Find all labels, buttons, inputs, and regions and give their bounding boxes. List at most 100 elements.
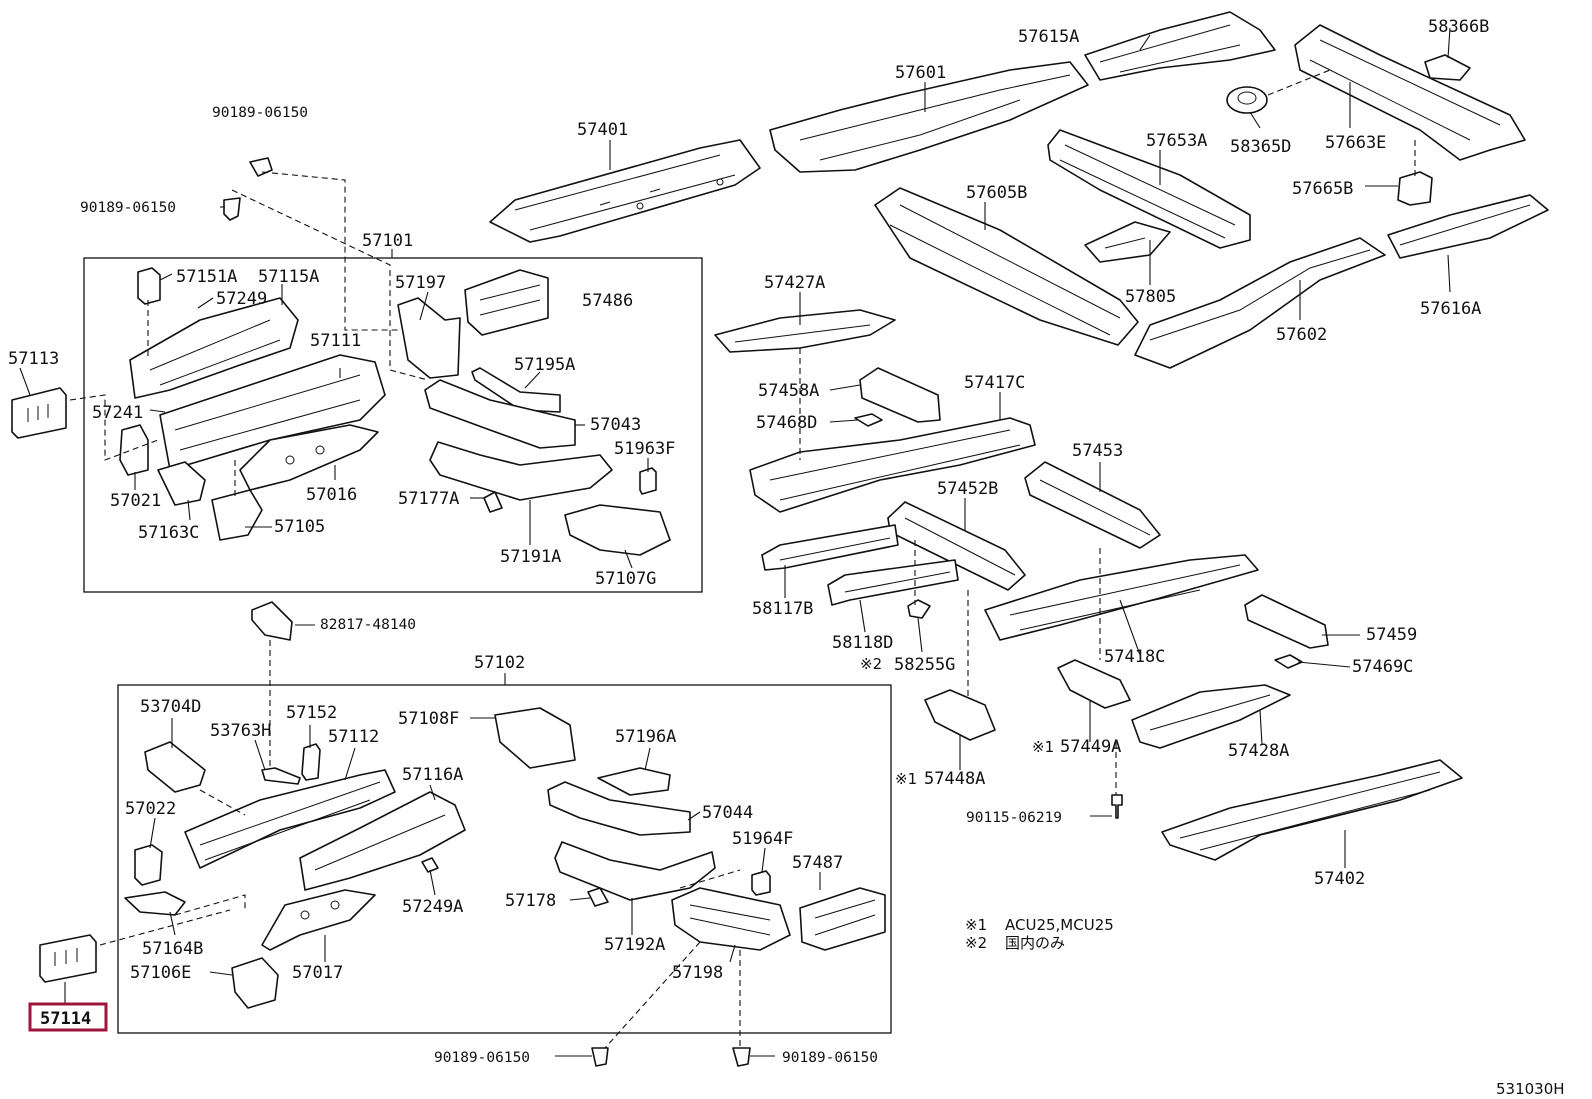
- label-57418C[interactable]: 57418C: [1104, 647, 1165, 667]
- label-57115A[interactable]: 57115A: [258, 267, 319, 287]
- part-90115-06219-bolt: [1111, 794, 1123, 819]
- label-57427A[interactable]: 57427A: [764, 273, 825, 293]
- part-57197-drawing: [397, 297, 461, 379]
- part-57487-drawing: [799, 887, 886, 951]
- label-57108F[interactable]: 57108F: [398, 709, 459, 729]
- label-58365D[interactable]: 58365D: [1230, 137, 1291, 157]
- label-90189-06150-c[interactable]: 90189-06150: [434, 1050, 530, 1066]
- part-57401-drawing: [489, 139, 761, 243]
- label-57468D[interactable]: 57468D: [756, 413, 817, 433]
- label-58117B[interactable]: 58117B: [752, 599, 813, 619]
- label-57107G[interactable]: 57107G: [595, 569, 656, 589]
- label-57113[interactable]: 57113: [8, 349, 59, 369]
- label-57249[interactable]: 57249: [216, 289, 267, 309]
- note-2-text: 国内のみ: [1005, 934, 1065, 952]
- label-57114[interactable]: 57114: [40, 1009, 91, 1029]
- label-57448A[interactable]: 57448A: [924, 769, 985, 789]
- label-57417C[interactable]: 57417C: [964, 373, 1025, 393]
- label-57469C[interactable]: 57469C: [1352, 657, 1413, 677]
- part-58117B-drawing: [761, 524, 899, 571]
- note-1-mark: ※1: [965, 916, 987, 934]
- label-57111[interactable]: 57111: [310, 331, 361, 351]
- label-57152[interactable]: 57152: [286, 703, 337, 723]
- label-57663E[interactable]: 57663E: [1325, 133, 1386, 153]
- part-57114-drawing: [39, 934, 97, 983]
- part-57486-drawing: [464, 269, 549, 336]
- label-57022[interactable]: 57022: [125, 799, 176, 819]
- part-57602-drawing: [1134, 237, 1386, 369]
- part-57017-drawing: [261, 889, 376, 951]
- label-57016[interactable]: 57016: [306, 485, 357, 505]
- label-57101[interactable]: 57101: [362, 231, 413, 251]
- label-57458A[interactable]: 57458A: [758, 381, 819, 401]
- label-90189-06150-b[interactable]: 90189-06150: [80, 200, 176, 216]
- part-58118D-drawing: [827, 559, 959, 606]
- label-57459[interactable]: 57459: [1366, 625, 1417, 645]
- label-57805[interactable]: 57805: [1125, 287, 1176, 307]
- label-57116A[interactable]: 57116A: [402, 765, 463, 785]
- label-90115-06219[interactable]: 90115-06219: [966, 810, 1062, 826]
- label-57249A[interactable]: 57249A: [402, 897, 463, 917]
- label-57452B[interactable]: 57452B: [937, 479, 998, 499]
- label-57195A[interactable]: 57195A: [514, 355, 575, 375]
- label-57602[interactable]: 57602: [1276, 325, 1327, 345]
- label-51963F[interactable]: 51963F: [614, 439, 675, 459]
- label-57428A[interactable]: 57428A: [1228, 741, 1289, 761]
- label-57402[interactable]: 57402: [1314, 869, 1365, 889]
- label-57112[interactable]: 57112: [328, 727, 379, 747]
- label-58118D[interactable]: 58118D: [832, 633, 893, 653]
- label-57449A[interactable]: 57449A: [1060, 737, 1121, 757]
- part-82817-48140-drawing: [251, 601, 293, 641]
- label-57043[interactable]: 57043: [590, 415, 641, 435]
- label-57453[interactable]: 57453: [1072, 441, 1123, 461]
- part-57427A-drawing: [714, 309, 896, 353]
- label-57151A[interactable]: 57151A: [176, 267, 237, 287]
- label-57017[interactable]: 57017: [292, 963, 343, 983]
- label-57021[interactable]: 57021: [110, 491, 161, 511]
- label-57192A[interactable]: 57192A: [604, 935, 665, 955]
- part-57112-drawing: [184, 769, 396, 869]
- label-57102[interactable]: 57102: [474, 653, 525, 673]
- label-57163C[interactable]: 57163C: [138, 523, 199, 543]
- part-57663E-drawing: [1294, 24, 1526, 161]
- label-57401[interactable]: 57401: [577, 120, 628, 140]
- part-51963F-drawing: [639, 467, 657, 495]
- label-57105[interactable]: 57105: [274, 517, 325, 537]
- label-57653A[interactable]: 57653A: [1146, 131, 1207, 151]
- part-57191A-drawing: [429, 441, 613, 501]
- label-57486[interactable]: 57486: [582, 291, 633, 311]
- label-57106E[interactable]: 57106E: [130, 963, 191, 983]
- label-57241[interactable]: 57241: [92, 403, 143, 423]
- part-57164B-drawing: [124, 891, 186, 916]
- part-57195A-drawing: [471, 367, 561, 413]
- label-53763H[interactable]: 53763H: [210, 721, 271, 741]
- label-57198[interactable]: 57198: [672, 963, 723, 983]
- part-57043-drawing: [424, 379, 576, 449]
- part-57458A-drawing: [859, 367, 941, 423]
- label-57605B[interactable]: 57605B: [966, 183, 1027, 203]
- label-53704D[interactable]: 53704D: [140, 697, 201, 717]
- label-58366B[interactable]: 58366B: [1428, 17, 1489, 37]
- label-57164B[interactable]: 57164B: [142, 939, 203, 959]
- label-57601[interactable]: 57601: [895, 63, 946, 83]
- part-53763H-drawing: [261, 767, 301, 785]
- label-57044[interactable]: 57044: [702, 803, 753, 823]
- label-51964F[interactable]: 51964F: [732, 829, 793, 849]
- part-57615A-drawing: [1084, 11, 1276, 81]
- label-57197[interactable]: 57197: [395, 273, 446, 293]
- label-57191A[interactable]: 57191A: [500, 547, 561, 567]
- label-57665B[interactable]: 57665B: [1292, 179, 1353, 199]
- part-57111-drawing: [159, 354, 386, 471]
- label-57196A[interactable]: 57196A: [615, 727, 676, 747]
- label-57178[interactable]: 57178: [505, 891, 556, 911]
- part-57196A-drawing: [597, 767, 671, 796]
- label-57487[interactable]: 57487: [792, 853, 843, 873]
- label-90189-06150-d[interactable]: 90189-06150: [782, 1050, 878, 1066]
- label-57615A[interactable]: 57615A: [1018, 27, 1079, 47]
- label-82817-48140[interactable]: 82817-48140: [320, 617, 416, 633]
- label-57177A[interactable]: 57177A: [398, 489, 459, 509]
- label-90189-06150-a[interactable]: 90189-06150: [212, 105, 308, 121]
- label-57616A[interactable]: 57616A: [1420, 299, 1481, 319]
- label-58255G[interactable]: 58255G: [894, 655, 955, 675]
